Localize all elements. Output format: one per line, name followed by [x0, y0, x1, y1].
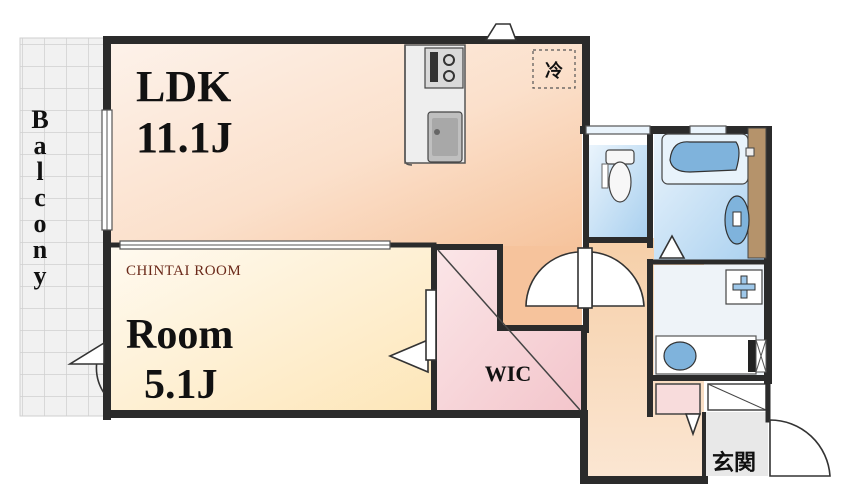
washroom-fixtures: [655, 269, 767, 375]
doors: [67, 23, 831, 477]
stove-burner-icon: [443, 54, 455, 66]
sink-icon: [663, 341, 697, 371]
windows: [101, 109, 727, 250]
balcony-letter: a: [34, 131, 47, 160]
entrance-floor: [704, 412, 768, 476]
entrance-label: 玄関: [712, 450, 756, 476]
toilet-icon: [601, 149, 635, 203]
brand-logo: CHINTAI ROOM: [126, 263, 241, 279]
bathtub-icon: [661, 127, 767, 259]
wic-label: WIC: [485, 361, 531, 386]
ldk-size: 11.1J: [136, 113, 233, 162]
stove-burner-icon: [443, 70, 455, 82]
room-name: Room: [126, 312, 233, 358]
balcony-letter: n: [33, 235, 48, 264]
wic-shelf-line: [437, 249, 581, 411]
balcony-letter: B: [31, 105, 48, 134]
balcony-letter: y: [34, 261, 47, 290]
fridge-label: 冷: [545, 60, 563, 82]
room-floor: [110, 247, 432, 412]
ldk-name: LDK: [136, 62, 231, 111]
shoe-box: [655, 383, 701, 415]
balcony-letter: o: [34, 209, 47, 238]
fridge-space: 冷: [532, 49, 576, 89]
balcony-letter: l: [36, 157, 43, 186]
ldk-floor: [110, 42, 582, 247]
room-size: 5.1J: [144, 362, 218, 408]
balcony-letter: c: [34, 183, 46, 212]
kitchen-counter: [404, 44, 466, 166]
